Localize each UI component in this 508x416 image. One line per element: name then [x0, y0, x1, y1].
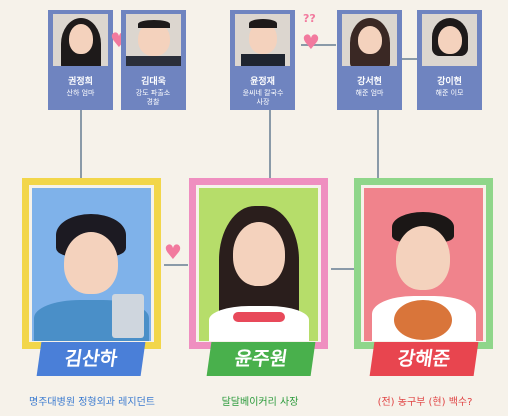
card-role: 윤씨네 칼국수 사장	[242, 89, 284, 106]
connector-line	[331, 268, 354, 270]
profile-card-kwon-jeonghui[interactable]: 권정희 산하 엄마	[48, 10, 113, 110]
connector-line	[80, 108, 82, 180]
portrait-image	[235, 14, 290, 66]
portrait-image	[199, 188, 318, 341]
card-role: 해준 이모	[435, 89, 464, 97]
profile-card-kang-seohyeon[interactable]: 강서현 해준 엄마	[337, 10, 402, 110]
portrait-image	[364, 188, 483, 341]
character-name-label: 강해준	[369, 342, 479, 376]
connector-line	[377, 108, 379, 180]
character-description: 달달베이커리 사장	[221, 397, 299, 408]
connector-line	[269, 108, 271, 180]
card-role: 해준 엄마	[355, 89, 384, 97]
card-name: 강서현	[357, 77, 382, 87]
character-frame-yoon-juwon[interactable]	[189, 178, 328, 349]
character-frame-kim-sanha[interactable]	[22, 178, 161, 349]
question-marks: ??	[303, 12, 316, 25]
portrait-image	[342, 14, 397, 66]
card-name: 김대욱	[141, 77, 166, 87]
portrait-image	[53, 14, 108, 66]
character-name-label: 윤주원	[206, 342, 316, 376]
profile-card-kang-ihyeon[interactable]: 강이현 해준 이모	[417, 10, 482, 110]
card-role: 강도 파출소 경찰	[135, 89, 171, 106]
character-name-label: 김산하	[36, 342, 146, 376]
card-name: 윤정재	[250, 77, 275, 87]
profile-card-kim-daeuk[interactable]: 김대욱 강도 파출소 경찰	[121, 10, 186, 110]
portrait-image	[32, 188, 151, 341]
character-description: 명주대병원 정형외과 레지던트	[29, 397, 155, 408]
connector-line	[164, 264, 188, 266]
portrait-image	[126, 14, 181, 66]
character-frame-kang-haejun[interactable]	[354, 178, 493, 349]
profile-card-yoon-jeongjae[interactable]: 윤정재 윤씨네 칼국수 사장	[230, 10, 295, 110]
card-name: 권정희	[68, 77, 93, 87]
card-name: 강이현	[437, 77, 462, 87]
portrait-image	[422, 14, 477, 66]
connector-line	[402, 58, 417, 60]
connector-line	[301, 44, 336, 46]
heart-icon: ♥	[302, 30, 320, 54]
character-description: (전) 농구부 (현) 백수?	[377, 397, 473, 408]
card-role: 산하 엄마	[66, 89, 95, 97]
heart-icon: ♥	[164, 240, 182, 264]
